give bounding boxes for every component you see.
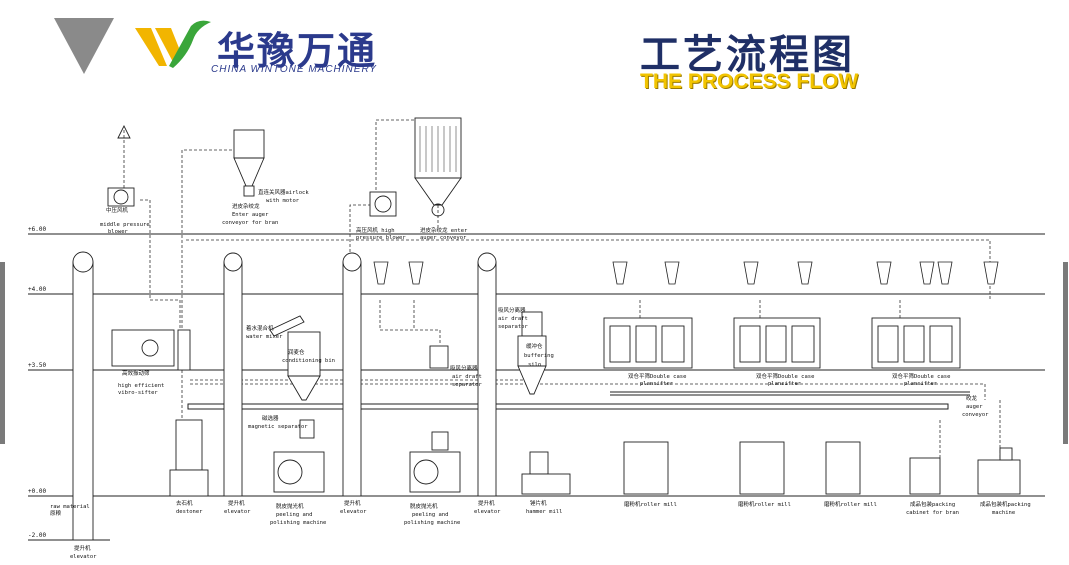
label: separator <box>498 324 528 330</box>
label: elevator <box>224 509 251 515</box>
label: blower <box>108 229 129 235</box>
label: conditioning bin <box>282 358 335 364</box>
label: 双仓平筛Double case <box>892 372 950 380</box>
label: with motor <box>266 198 300 204</box>
label: raw material <box>50 504 90 510</box>
label: Enter auger <box>232 212 269 218</box>
label: 锤片机 <box>530 499 547 507</box>
hammer-mill <box>521 451 571 495</box>
brand-name-en: CHINA WINTONE MACHINERY <box>211 64 377 75</box>
high-blower <box>369 191 397 217</box>
conditioning-bin <box>287 331 321 401</box>
label: high efficient <box>118 383 164 389</box>
air-separator-1 <box>429 345 449 369</box>
brand-name-cn: 华豫万通 <box>217 29 378 73</box>
label: 脱皮抛光机 <box>410 502 438 510</box>
label: buffering <box>524 353 554 359</box>
label: polishing machine <box>270 520 326 526</box>
label: plansifter <box>640 381 674 387</box>
label: conveyor <box>962 412 989 418</box>
logo-mark-icon <box>135 20 211 69</box>
middle-blower <box>107 124 135 207</box>
cyclone-airlock <box>233 129 265 197</box>
label: vibro-sifter <box>118 390 158 396</box>
label: 进皮杂绞龙 enter <box>420 226 468 234</box>
label: air draft <box>452 374 482 380</box>
label: 绞龙 <box>966 394 978 402</box>
label: hammer mill <box>526 509 562 515</box>
label: magnetic separator <box>248 424 308 430</box>
label: 双仓平筛Double case <box>756 372 814 380</box>
label: 高效振动筛 <box>122 369 150 377</box>
label: 进皮杂绞龙 <box>232 202 260 210</box>
label: elevator <box>474 509 501 515</box>
left-edge-bar <box>0 262 5 444</box>
label: peeling and <box>276 512 312 518</box>
label: 高压风机 high <box>356 226 395 234</box>
label: silo <box>528 362 541 368</box>
label: 脱皮抛光机 <box>276 502 304 510</box>
label: cabinet for bran <box>906 510 959 516</box>
label: 吸风分离器 <box>450 364 478 372</box>
label: auger <box>966 404 983 410</box>
gray-triangle-icon <box>54 18 114 74</box>
label: 磨粉机roller mill <box>624 500 677 508</box>
label: 去石机 <box>176 499 193 507</box>
label: plansifter <box>904 381 938 387</box>
vibro-sifter <box>111 329 191 371</box>
label: 吸风分离器 <box>498 306 526 314</box>
label: 提升机 <box>344 499 361 507</box>
label: 磨粉机roller mill <box>738 500 791 508</box>
label: 提升机 <box>478 499 495 507</box>
label: polishing machine <box>404 520 460 526</box>
buffering-silo <box>517 311 547 395</box>
label: 成品包装机packing <box>980 500 1031 508</box>
water-mixer <box>269 315 305 337</box>
label: conveyor for bran <box>222 220 278 226</box>
label: plansifter <box>768 381 802 387</box>
label: 双仓平筛Double case <box>628 372 686 380</box>
label: auger conveyor <box>420 235 467 241</box>
label: water mixer <box>246 334 283 340</box>
label: 着水混合机 <box>246 324 274 332</box>
label: 润麦仓 <box>288 348 305 356</box>
label: 提升机 <box>74 544 91 552</box>
label: 成品包装packing <box>910 500 955 508</box>
page-title-cn: 工艺流程图 <box>640 32 855 78</box>
destoner <box>169 419 209 497</box>
label: 磁选器 <box>262 414 279 422</box>
label: peeling and <box>412 512 448 518</box>
label: pressure blower <box>356 235 406 241</box>
level-label-4: +4.00 <box>28 286 46 293</box>
level-label-0: +0.00 <box>28 488 46 495</box>
level-label-3: +3.50 <box>28 362 46 369</box>
label: elevator <box>340 509 367 515</box>
label: 缓冲仓 <box>526 342 543 350</box>
label: elevator <box>70 554 97 560</box>
label: 原粮 <box>50 509 62 517</box>
company-logo: 华豫万通 CHINA WINTONE MACHINERY <box>45 12 465 82</box>
level-label-6: +6.00 <box>28 226 46 233</box>
label: 直连关风器airlock <box>258 188 309 196</box>
label: middle pressure <box>100 222 150 228</box>
right-edge-bar <box>1063 262 1068 444</box>
label: air draft <box>498 316 528 322</box>
label: 中压风机 <box>106 206 129 214</box>
label: destoner <box>176 509 203 515</box>
label: 磨粉机roller mill <box>824 500 877 508</box>
label: 提升机 <box>228 499 245 507</box>
page-title-en: THE PROCESS FLOW <box>640 70 859 93</box>
level-label-m2: -2.00 <box>28 532 46 539</box>
label: separator <box>452 382 482 388</box>
bag-filter <box>414 117 462 217</box>
label: machine <box>992 510 1015 516</box>
